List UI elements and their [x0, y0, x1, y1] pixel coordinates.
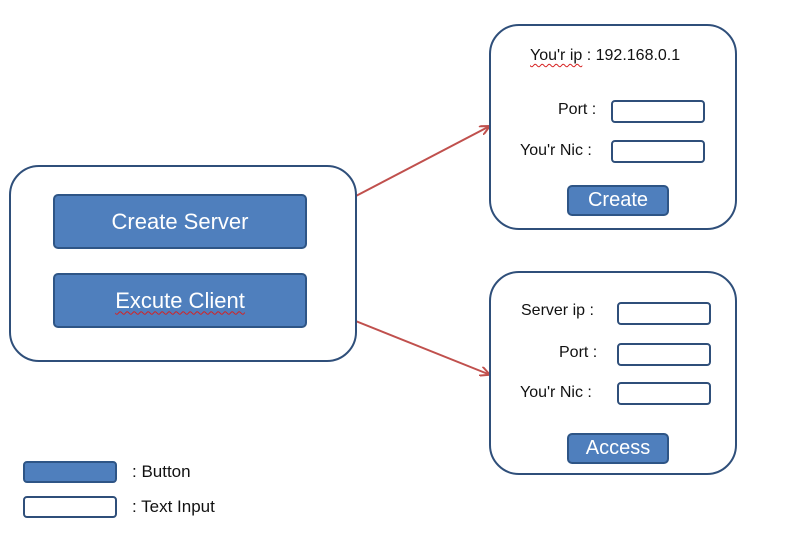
client-port-input[interactable]	[617, 343, 711, 366]
excute-client-button[interactable]: Excute Client	[53, 273, 307, 328]
client-nic-label: You'r Nic :	[520, 384, 592, 402]
ip-label: You'r ip	[530, 47, 583, 64]
client-nic-input[interactable]	[617, 382, 711, 405]
server-ip-label: Server ip :	[521, 302, 594, 319]
legend-text-input-label: : Text Input	[132, 497, 215, 516]
ip-row: You'r ip : 192.168.0.1	[530, 47, 680, 65]
server-nic-input[interactable]	[611, 140, 705, 163]
ip-value: 192.168.0.1	[595, 47, 681, 64]
server-port-input[interactable]	[611, 100, 705, 123]
ip-colon: :	[582, 47, 596, 64]
create-button[interactable]: Create	[567, 185, 669, 216]
legend-text-input-swatch	[23, 496, 117, 518]
server-nic-text: You'r Nic :	[520, 142, 592, 159]
legend-button-label: : Button	[132, 462, 191, 481]
server-nic-label: You'r Nic :	[520, 142, 592, 160]
legend-button-swatch	[23, 461, 117, 483]
excute-client-label: Excute Client	[115, 287, 245, 313]
client-port-label: Port :	[559, 344, 598, 361]
server-port-label: Port :	[558, 101, 597, 118]
create-server-button[interactable]: Create Server	[53, 194, 307, 249]
access-button[interactable]: Access	[567, 433, 669, 464]
client-nic-text: You'r Nic :	[520, 384, 592, 401]
server-ip-input[interactable]	[617, 302, 711, 325]
